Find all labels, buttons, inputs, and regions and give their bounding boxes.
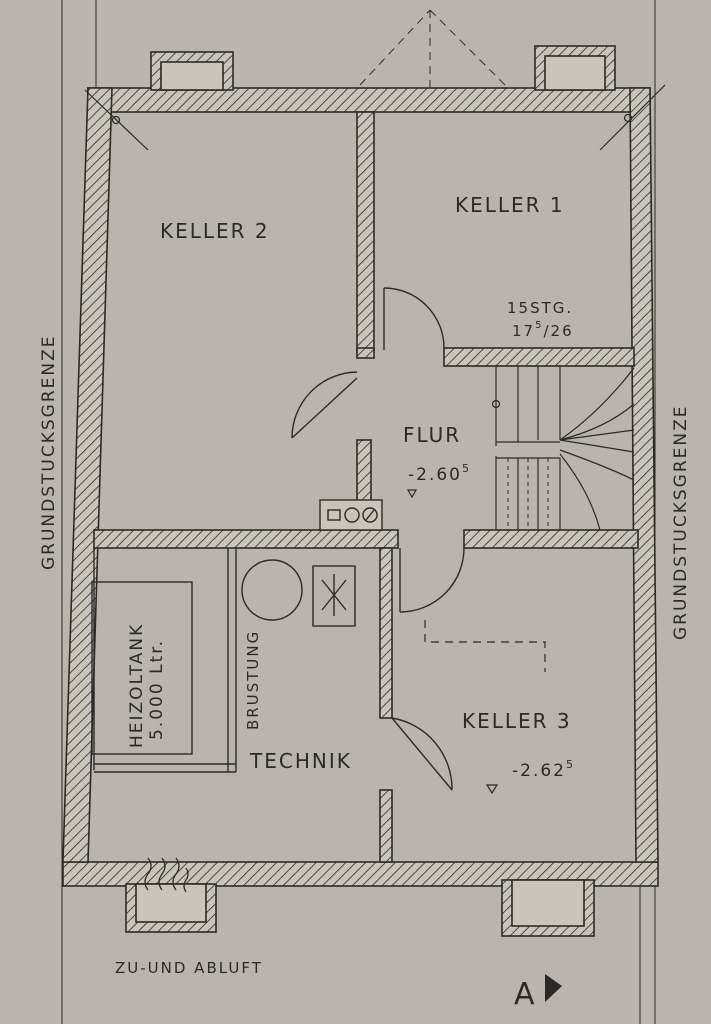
stair-hidden-lines	[507, 458, 549, 528]
section-marker: A	[514, 974, 562, 1012]
stair-rise-label: 175/26	[512, 320, 574, 340]
ventilation-label: ZU-UND ABLUFT	[115, 959, 263, 977]
section-marker-label: A	[514, 977, 537, 1012]
level-keller3: -2.625	[512, 758, 575, 781]
tank-enclosure	[91, 548, 237, 773]
room-label-keller3: KELLER 3	[462, 709, 572, 733]
light-wells	[125, 45, 616, 937]
ventilation-arrows-icon	[144, 857, 189, 893]
level-markers	[406, 489, 499, 795]
room-label-technik: TECHNIK	[249, 749, 352, 773]
level-flur: -2.605	[408, 462, 471, 485]
tank-capacity-label: 5.000 Ltr.	[147, 639, 167, 740]
dashed-overhead-outline	[359, 9, 506, 90]
heating-equipment	[241, 499, 383, 627]
room-label-flur: FLUR	[403, 423, 461, 447]
dashed-overhead-keller3	[424, 620, 546, 672]
corner-marks	[84, 84, 666, 151]
stair-steps-label: 15STG.	[507, 299, 573, 317]
property-boundary-label-left: GRUNDSTUCKSGRENZE	[39, 335, 59, 571]
room-label-keller1: KELLER 1	[455, 193, 565, 217]
property-boundary-label-right: GRUNDSTUCKSGRENZE	[671, 405, 691, 641]
room-label-keller2: KELLER 2	[160, 219, 270, 243]
brustung-label: BRUSTUNG	[244, 630, 262, 730]
tank-name-label: HEIZOLTANK	[127, 623, 147, 748]
door-swings	[291, 287, 465, 791]
staircase	[491, 366, 635, 531]
section-arrow-icon	[545, 974, 562, 1002]
interior-walls	[93, 111, 639, 863]
